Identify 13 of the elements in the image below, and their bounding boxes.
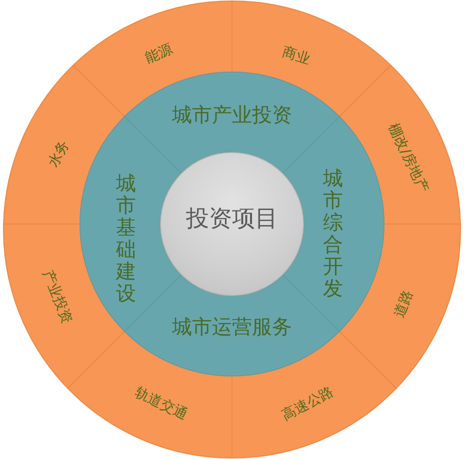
- segment-label: 城市产业投资: [172, 104, 292, 126]
- segment-label: 水务: [45, 138, 73, 170]
- segment-label: 城市运营服务: [172, 316, 292, 338]
- segment-label: 城市综合开发: [323, 167, 343, 299]
- segment-label: 轨道交通: [132, 384, 190, 424]
- segment-label: 棚改/房地产: [384, 120, 432, 196]
- center-label: 投资项目: [186, 206, 278, 232]
- segment-label: 商业: [280, 44, 312, 68]
- segment-label: 城市基础建设: [116, 172, 136, 304]
- segment-label: 高速公路: [280, 384, 336, 424]
- segment-label: 产业投资: [39, 268, 75, 326]
- segment-label: 能源: [143, 41, 175, 67]
- segment-label: 道路: [391, 288, 417, 320]
